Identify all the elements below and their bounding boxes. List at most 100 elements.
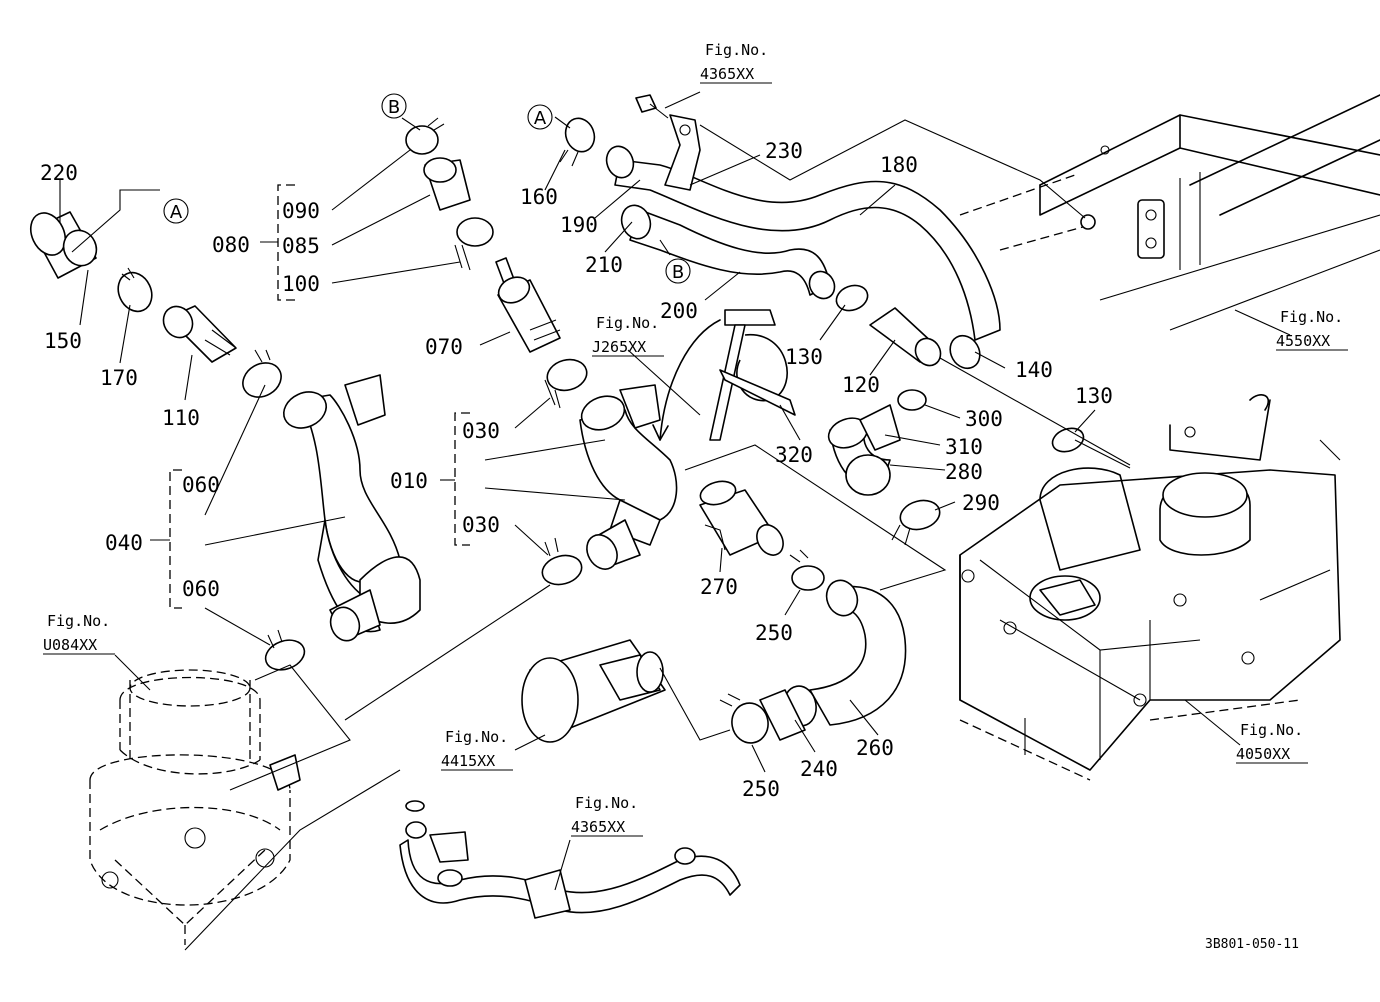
label-120: 120 xyxy=(842,373,880,397)
part-240 xyxy=(759,689,806,741)
svg-text:Fig.No.: Fig.No. xyxy=(445,728,508,746)
tank-4415 xyxy=(521,639,666,743)
part-170 xyxy=(117,267,153,313)
label-170: 170 xyxy=(100,366,138,390)
fig-ref-bottom-right: Fig.No. 4050XX xyxy=(1236,721,1308,764)
label-130b: 130 xyxy=(1075,384,1113,408)
label-130a: 130 xyxy=(785,345,823,369)
svg-text:Fig.No.: Fig.No. xyxy=(1280,308,1343,326)
callout-b-top: B xyxy=(381,93,407,119)
label-070: 070 xyxy=(425,335,463,359)
label-310: 310 xyxy=(945,435,983,459)
hose-4365-bottom xyxy=(399,800,741,919)
pipe-180 xyxy=(605,145,1001,370)
svg-text:Fig.No.: Fig.No. xyxy=(47,612,110,630)
label-220: 220 xyxy=(40,161,78,185)
part-160 xyxy=(559,117,596,167)
part-270 xyxy=(699,480,784,556)
label-090: 090 xyxy=(282,199,320,223)
label-010: 010 xyxy=(390,469,428,493)
label-240: 240 xyxy=(800,757,838,781)
part-130a xyxy=(835,284,869,312)
label-260: 260 xyxy=(856,736,894,760)
label-230: 230 xyxy=(765,139,803,163)
label-210: 210 xyxy=(585,253,623,277)
svg-text:B: B xyxy=(672,262,684,283)
fig-ref-bottom: Fig.No. 4365XX xyxy=(571,794,643,837)
part-070 xyxy=(495,257,561,353)
part-290 xyxy=(891,499,941,546)
svg-text:4365XX: 4365XX xyxy=(700,65,754,83)
label-160: 160 xyxy=(520,185,558,209)
label-200: 200 xyxy=(660,299,698,323)
fig-ref-bottom-left: Fig.No. 4415XX xyxy=(441,728,513,771)
callout-b-mid: B xyxy=(665,258,691,284)
part-030a xyxy=(544,358,588,409)
part-250b xyxy=(719,693,769,744)
svg-text:4550XX: 4550XX xyxy=(1276,332,1330,350)
part-110 xyxy=(162,305,237,363)
svg-text:Fig.No.: Fig.No. xyxy=(596,314,659,332)
part-320 xyxy=(709,309,796,441)
part-310-280 xyxy=(827,389,927,496)
label-060a: 060 xyxy=(182,473,220,497)
label-080: 080 xyxy=(212,233,250,257)
part-090 xyxy=(405,117,445,155)
frame-rails xyxy=(959,94,1380,331)
svg-text:A: A xyxy=(534,108,547,129)
part-100 xyxy=(454,217,494,271)
label-320: 320 xyxy=(775,443,813,467)
part-085 xyxy=(423,157,471,211)
part-250a xyxy=(789,549,825,591)
label-180: 180 xyxy=(880,153,918,177)
svg-text:A: A xyxy=(170,202,183,223)
svg-text:4365XX: 4365XX xyxy=(571,818,625,836)
callout-a-top: A xyxy=(527,104,553,130)
part-130b xyxy=(1051,427,1085,453)
fig-ref-right: Fig.No. 4550XX xyxy=(1276,308,1348,351)
label-110: 110 xyxy=(162,406,200,430)
label-290: 290 xyxy=(962,491,1000,515)
label-140: 140 xyxy=(1015,358,1053,382)
label-060b: 060 xyxy=(182,577,220,601)
label-300: 300 xyxy=(965,407,1003,431)
component-u084 xyxy=(89,669,301,945)
svg-text:Fig.No.: Fig.No. xyxy=(575,794,638,812)
label-040: 040 xyxy=(105,531,143,555)
part-060a xyxy=(242,349,282,398)
svg-text:J265XX: J265XX xyxy=(592,338,646,356)
hose-260 xyxy=(783,579,907,727)
label-030a: 030 xyxy=(462,419,500,443)
label-150: 150 xyxy=(44,329,82,353)
fig-ref-top: Fig.No. 4365XX xyxy=(700,41,772,84)
label-270: 270 xyxy=(700,575,738,599)
hose-010 xyxy=(579,384,678,570)
svg-text:4415XX: 4415XX xyxy=(441,752,495,770)
label-190: 190 xyxy=(560,213,598,237)
svg-text:Fig.No.: Fig.No. xyxy=(705,41,768,59)
label-250a: 250 xyxy=(755,621,793,645)
drawing-code: 3B801-050-11 xyxy=(1205,937,1299,952)
svg-text:Fig.No.: Fig.No. xyxy=(1240,721,1303,739)
part-120 xyxy=(869,307,942,367)
callout-a-left: A xyxy=(163,198,189,224)
label-100: 100 xyxy=(282,272,320,296)
fig-ref-left: Fig.No. U084XX xyxy=(43,612,115,655)
svg-text:4050XX: 4050XX xyxy=(1236,745,1290,763)
label-250b: 250 xyxy=(742,777,780,801)
label-085: 085 xyxy=(282,234,320,258)
label-280: 280 xyxy=(945,460,983,484)
bracket-230 xyxy=(635,94,701,191)
pipe-200 xyxy=(620,204,836,300)
part-060b xyxy=(264,629,306,671)
engine-block xyxy=(959,394,1341,781)
part-030b xyxy=(541,537,583,586)
part-labels: 220 150 170 110 060 040 060 090 085 080 … xyxy=(40,139,1113,801)
fig-ref-mid: Fig.No. J265XX xyxy=(592,314,664,357)
part-220 xyxy=(29,211,98,279)
hose-040 xyxy=(283,374,421,642)
label-030b: 030 xyxy=(462,513,500,537)
svg-text:B: B xyxy=(388,97,400,118)
leader-lines xyxy=(59,91,1291,951)
